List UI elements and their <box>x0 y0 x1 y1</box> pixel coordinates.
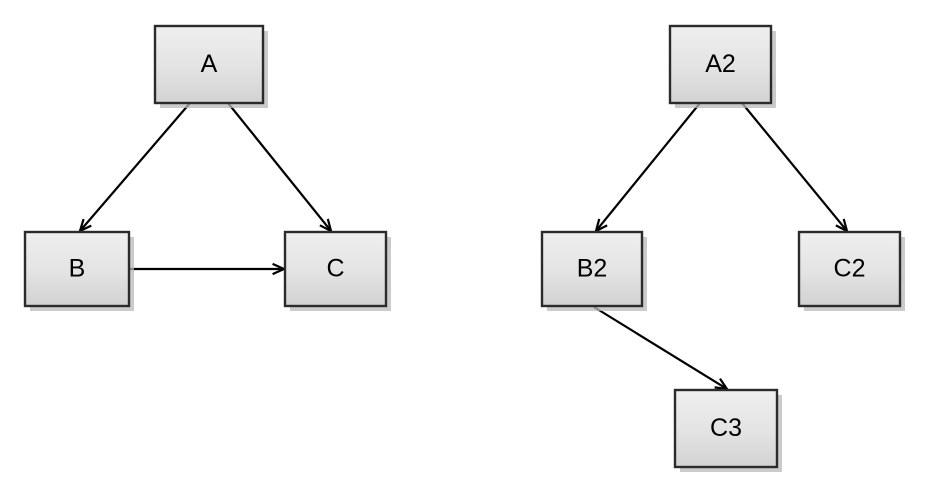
edge-a2-c2 <box>741 102 849 234</box>
node-label: C2 <box>834 255 866 283</box>
edge-line <box>741 102 847 231</box>
node-label: B <box>69 255 86 283</box>
edge-b2-c3 <box>593 306 730 391</box>
node-b[interactable]: B <box>23 230 134 311</box>
node-box[interactable] <box>283 230 388 308</box>
node-box[interactable] <box>668 24 773 105</box>
edge-line <box>80 102 191 231</box>
edges-group <box>78 102 849 391</box>
edge-line <box>593 306 727 390</box>
node-c2[interactable]: C2 <box>797 230 905 311</box>
edge-line <box>596 102 701 231</box>
edge-a-b <box>78 102 191 234</box>
node-box[interactable] <box>673 388 779 469</box>
edge-b-c <box>129 262 287 276</box>
node-c[interactable]: C <box>283 230 391 311</box>
node-box[interactable] <box>153 24 265 105</box>
node-label: B2 <box>577 255 608 283</box>
edge-a-c <box>227 102 333 234</box>
node-b2[interactable]: B2 <box>540 230 647 311</box>
arrowhead-icon <box>714 378 730 391</box>
node-c3[interactable]: C3 <box>673 388 782 472</box>
node-box[interactable] <box>540 230 644 308</box>
node-a[interactable]: A <box>153 24 268 108</box>
edge-a2-b2 <box>594 102 701 234</box>
node-label: C <box>326 255 344 283</box>
edge-line <box>227 102 331 231</box>
node-a2[interactable]: A2 <box>668 24 776 108</box>
node-label: A <box>201 50 218 78</box>
node-label: A2 <box>705 50 736 78</box>
node-box[interactable] <box>797 230 902 308</box>
node-box[interactable] <box>23 230 131 308</box>
node-label: C3 <box>710 414 742 442</box>
